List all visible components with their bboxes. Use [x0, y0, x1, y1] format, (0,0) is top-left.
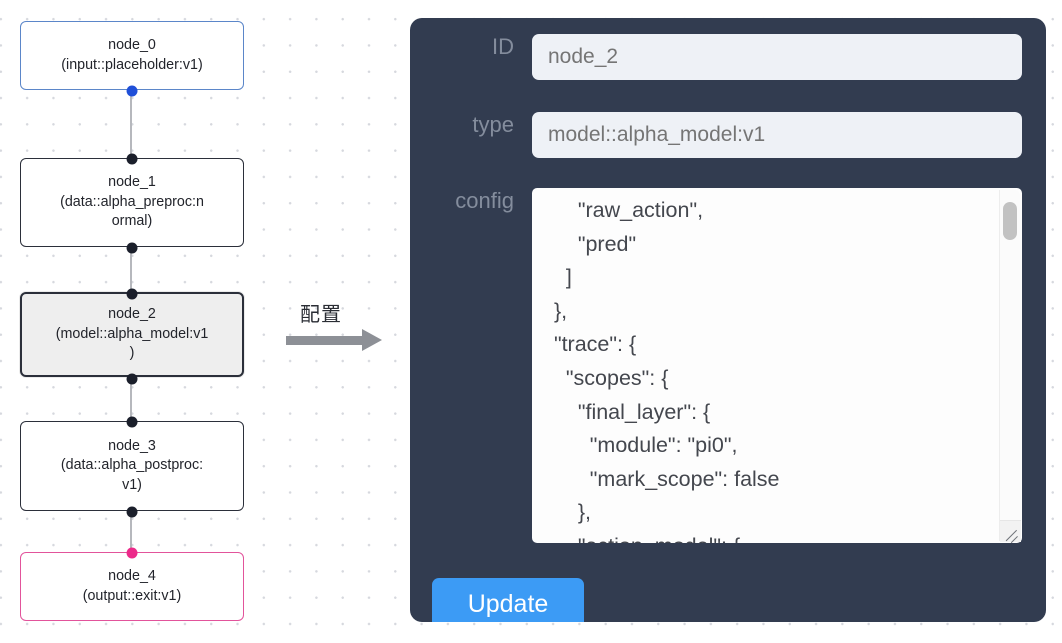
field-row-type: type: [410, 112, 1046, 158]
node-subtitle-line-1: (data::alpha_postproc:: [60, 457, 204, 474]
annotation-label: 配置: [300, 302, 342, 326]
config-scrollbar[interactable]: [999, 190, 1020, 541]
config-annotation: 配置: [286, 298, 390, 360]
node-subtitle-line-1: (data::alpha_preproc:n: [60, 193, 204, 210]
node-title: node_4: [108, 568, 156, 584]
node-source-handle[interactable]: [126, 85, 138, 97]
node-source-handle[interactable]: [126, 373, 138, 385]
field-row-config: config: [410, 188, 1046, 543]
node-source-handle[interactable]: [126, 506, 138, 518]
graph-node-node_4[interactable]: node_4 (output::exit:v1): [20, 547, 244, 621]
config-resize-grip-icon[interactable]: [1000, 520, 1021, 542]
config-textarea[interactable]: [532, 188, 1022, 543]
graph-node-node_1[interactable]: node_1 (data::alpha_preproc:n ormal): [20, 153, 244, 254]
node-title: node_3: [108, 437, 156, 454]
config-label: config: [455, 188, 514, 213]
node-title: node_1: [108, 174, 156, 191]
arrow-right-icon: [286, 336, 364, 345]
node-subtitle-line-1: (model::alpha_model:v1: [55, 325, 209, 342]
config-editor-wrapper: [532, 188, 1022, 543]
node-config-panel: ID type config Update: [410, 18, 1046, 622]
arrow-head-icon: [362, 329, 382, 351]
node-subtitle: (input::placeholder:v1): [61, 56, 203, 73]
edge-node0-node1: [130, 90, 132, 158]
node-graph[interactable]: node_0 (input::placeholder:v1) node_1 (d…: [0, 0, 396, 643]
type-input[interactable]: [532, 112, 1022, 158]
node-source-handle[interactable]: [126, 242, 138, 254]
id-input[interactable]: [532, 34, 1022, 80]
node-subtitle: (output::exit:v1): [82, 587, 182, 604]
edge-node1-node2: [130, 247, 132, 292]
edge-node3-node4: [130, 511, 132, 552]
node-target-handle[interactable]: [126, 288, 138, 300]
node-title: node_0: [108, 37, 156, 53]
node-target-handle[interactable]: [126, 547, 138, 559]
node-target-handle[interactable]: [126, 416, 138, 428]
node-title: node_2: [108, 306, 156, 323]
graph-node-node_0[interactable]: node_0 (input::placeholder:v1): [20, 21, 244, 97]
id-label: ID: [492, 34, 514, 59]
node-target-handle[interactable]: [126, 153, 138, 165]
node-subtitle-line-2: v1): [122, 476, 142, 493]
node-subtitle-line-2: ormal): [111, 213, 153, 230]
type-label: type: [472, 112, 514, 137]
edge-node2-node3: [130, 377, 132, 421]
field-row-id: ID: [410, 34, 1046, 80]
update-button[interactable]: Update: [432, 578, 584, 622]
graph-node-node_3[interactable]: node_3 (data::alpha_postproc: v1): [20, 416, 244, 518]
graph-node-node_2[interactable]: node_2 (model::alpha_model:v1 ): [20, 288, 244, 385]
config-scrollbar-thumb[interactable]: [1003, 202, 1017, 240]
node-subtitle-line-2: ): [129, 345, 135, 362]
